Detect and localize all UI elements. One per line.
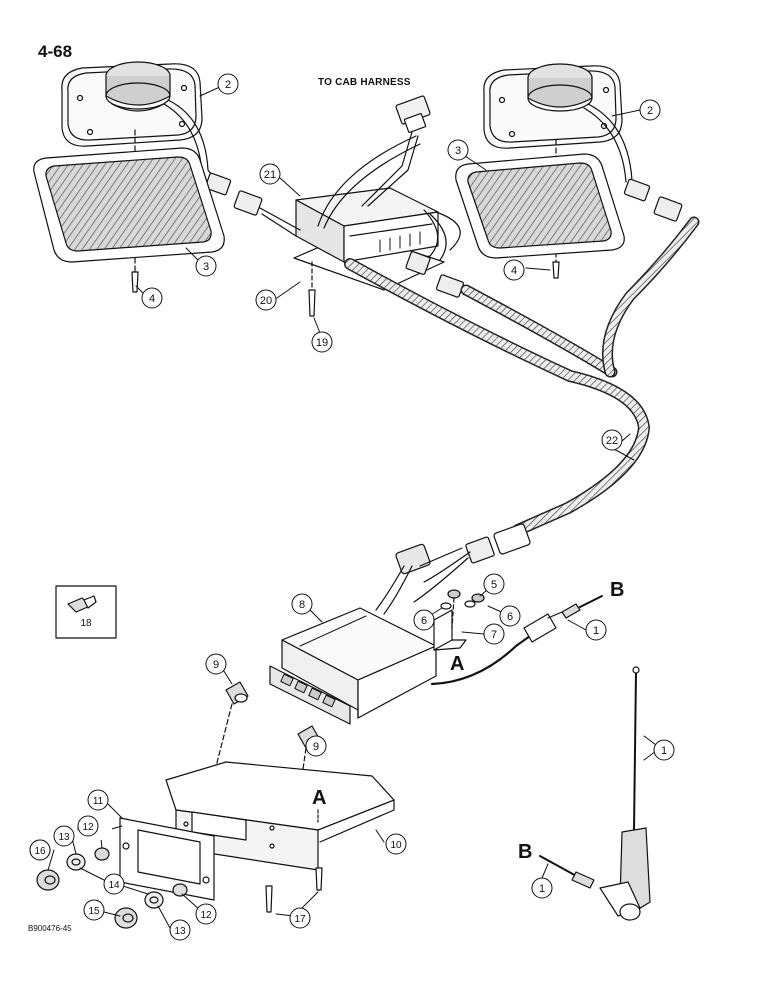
right-grille — [455, 153, 625, 259]
callout-number: 4 — [149, 293, 155, 305]
fuse-callout: 18 — [80, 618, 92, 629]
ref-letter-a-bracket: A — [450, 653, 464, 675]
callout-number: 3 — [203, 261, 209, 273]
callout-group: 2 3 4 3 2 4 21 20 19 22 8 5 6 6 7 1 9 9 … — [87, 73, 661, 855]
left-speaker — [61, 61, 203, 147]
mount-tray — [165, 761, 395, 871]
callout-number: 15 — [88, 906, 100, 917]
ground-bracket — [433, 609, 467, 651]
callout-number: 12 — [200, 910, 212, 921]
amplifier — [293, 187, 445, 291]
callout-number: 9 — [213, 659, 219, 671]
callout-number: 6 — [421, 615, 427, 627]
callout-number: 4 — [511, 265, 517, 277]
knob-hardware — [36, 847, 188, 929]
callout-number: 7 — [491, 629, 497, 641]
callout-number: 3 — [455, 145, 461, 157]
callout-number: 20 — [260, 295, 272, 307]
callout-number: 1 — [593, 625, 599, 637]
callout-number: 11 — [93, 796, 104, 807]
callout-number: 10 — [390, 840, 402, 851]
left-speaker-connector — [204, 172, 263, 216]
ref-letter-a-tray: A — [312, 787, 326, 809]
callout-number: 1 — [539, 883, 545, 895]
antenna-cable-end — [539, 855, 581, 879]
cab-harness-connector — [395, 95, 431, 133]
left-speaker-wire — [167, 99, 215, 179]
callout-number: 2 — [225, 79, 231, 91]
callout-number: 19 — [316, 337, 328, 349]
callout-number: 1 — [661, 745, 667, 757]
antenna-lead — [430, 634, 532, 686]
callout-number: 9 — [313, 741, 319, 753]
ref-letter-b-bottom: B — [518, 841, 532, 863]
right-speaker — [483, 63, 623, 149]
callout-number: 13 — [174, 926, 186, 937]
ref-letter-b-top: B — [610, 579, 624, 601]
knob-left — [225, 681, 249, 705]
callout-number: 8 — [299, 599, 305, 611]
left-grille — [33, 147, 225, 263]
callout-number: 21 — [264, 169, 276, 181]
right-speaker-wire — [587, 103, 639, 187]
antenna — [599, 666, 651, 921]
callout-number: 2 — [647, 105, 653, 117]
callout-number: 6 — [507, 611, 513, 623]
callout-number: 12 — [82, 822, 94, 833]
callout-number: 13 — [58, 832, 70, 843]
callout-number: 14 — [108, 880, 120, 891]
amp-input-wire — [317, 135, 417, 227]
right-speaker-connector — [623, 178, 683, 222]
radio — [269, 607, 437, 725]
callout-number: 16 — [34, 846, 46, 857]
faceplate — [119, 817, 215, 901]
nut — [447, 589, 461, 599]
callout-number: 5 — [491, 579, 497, 591]
callout-number: 17 — [294, 914, 306, 925]
radio-harness-connector — [395, 523, 531, 575]
harness-label: TO CAB HARNESS — [318, 77, 411, 88]
drawing-id: B900476-45 — [28, 924, 72, 933]
callout-number: 22 — [606, 435, 618, 447]
page-number: 4-68 — [38, 42, 73, 61]
fuse-box — [55, 585, 117, 639]
